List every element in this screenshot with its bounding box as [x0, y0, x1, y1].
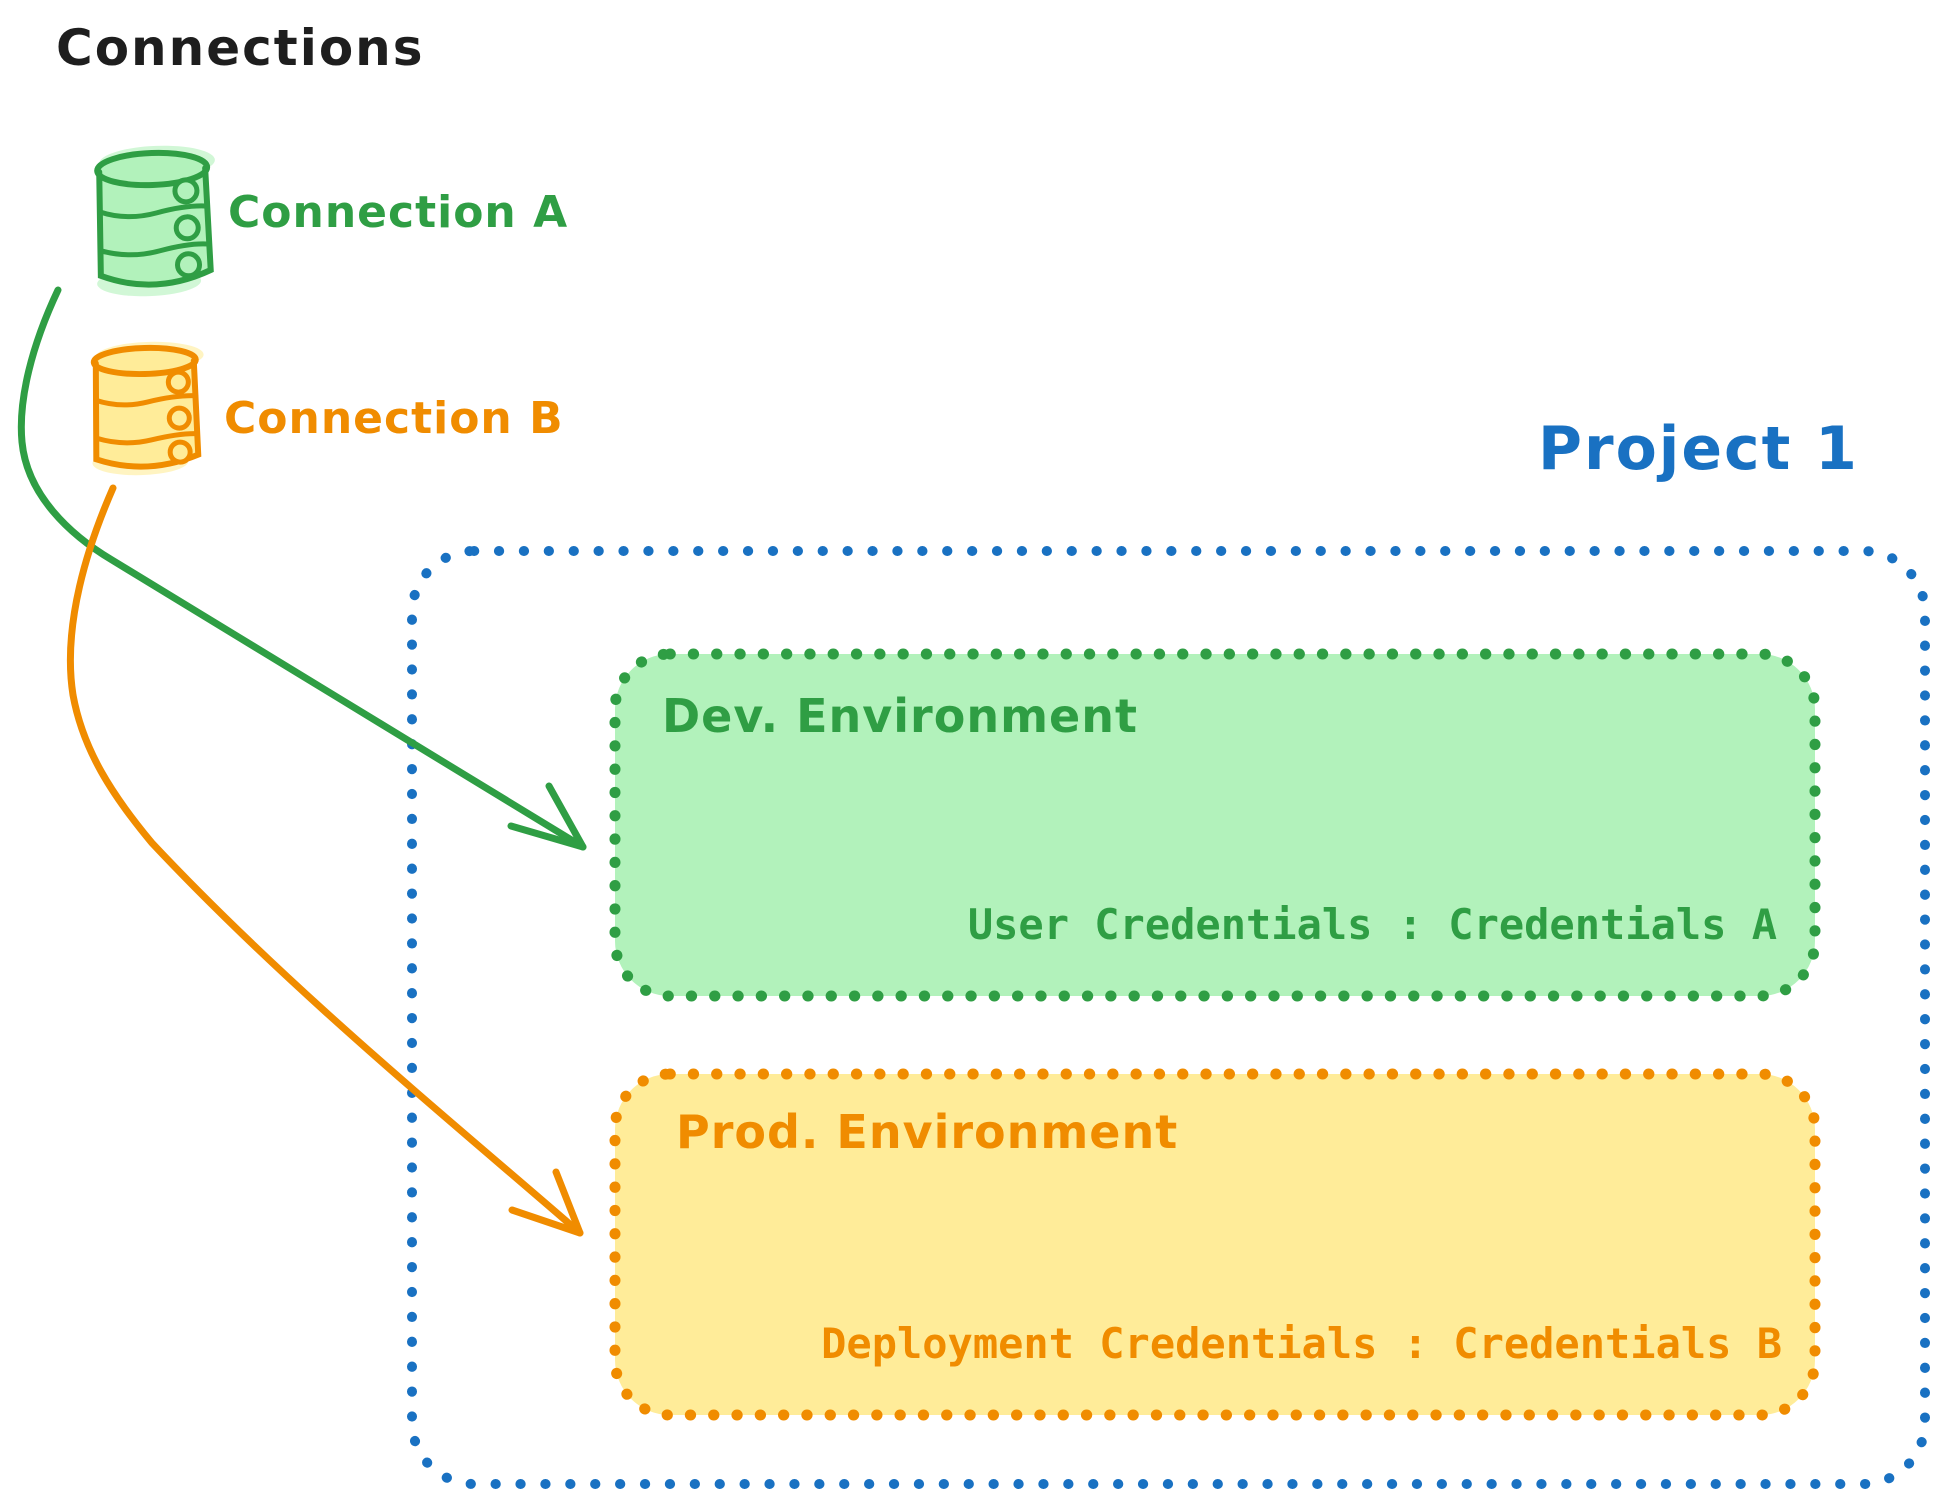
connection-b-label: Connection B [224, 393, 564, 444]
connection-a-label: Connection A [228, 187, 569, 238]
connection-a-arrow [17, 286, 587, 851]
diagram-title: Connections [56, 19, 425, 77]
connection-b-arrow [66, 484, 584, 1237]
database-a-icon [94, 145, 215, 297]
arrowhead-icon [507, 782, 587, 851]
prod-environment-box [609, 1068, 1821, 1421]
dev-environment-box [609, 648, 1821, 1002]
arrowhead-icon [508, 1168, 584, 1237]
project-box [407, 546, 1930, 1489]
project-title: Project 1 [1538, 414, 1859, 484]
dev-environment-credentials: User Credentials : Credentials A [967, 900, 1777, 949]
prod-environment-title: Prod. Environment [676, 1105, 1179, 1159]
database-b-icon [90, 341, 204, 476]
prod-environment-credentials: Deployment Credentials : Credentials B [821, 1319, 1782, 1368]
dev-environment-title: Dev. Environment [662, 689, 1138, 743]
